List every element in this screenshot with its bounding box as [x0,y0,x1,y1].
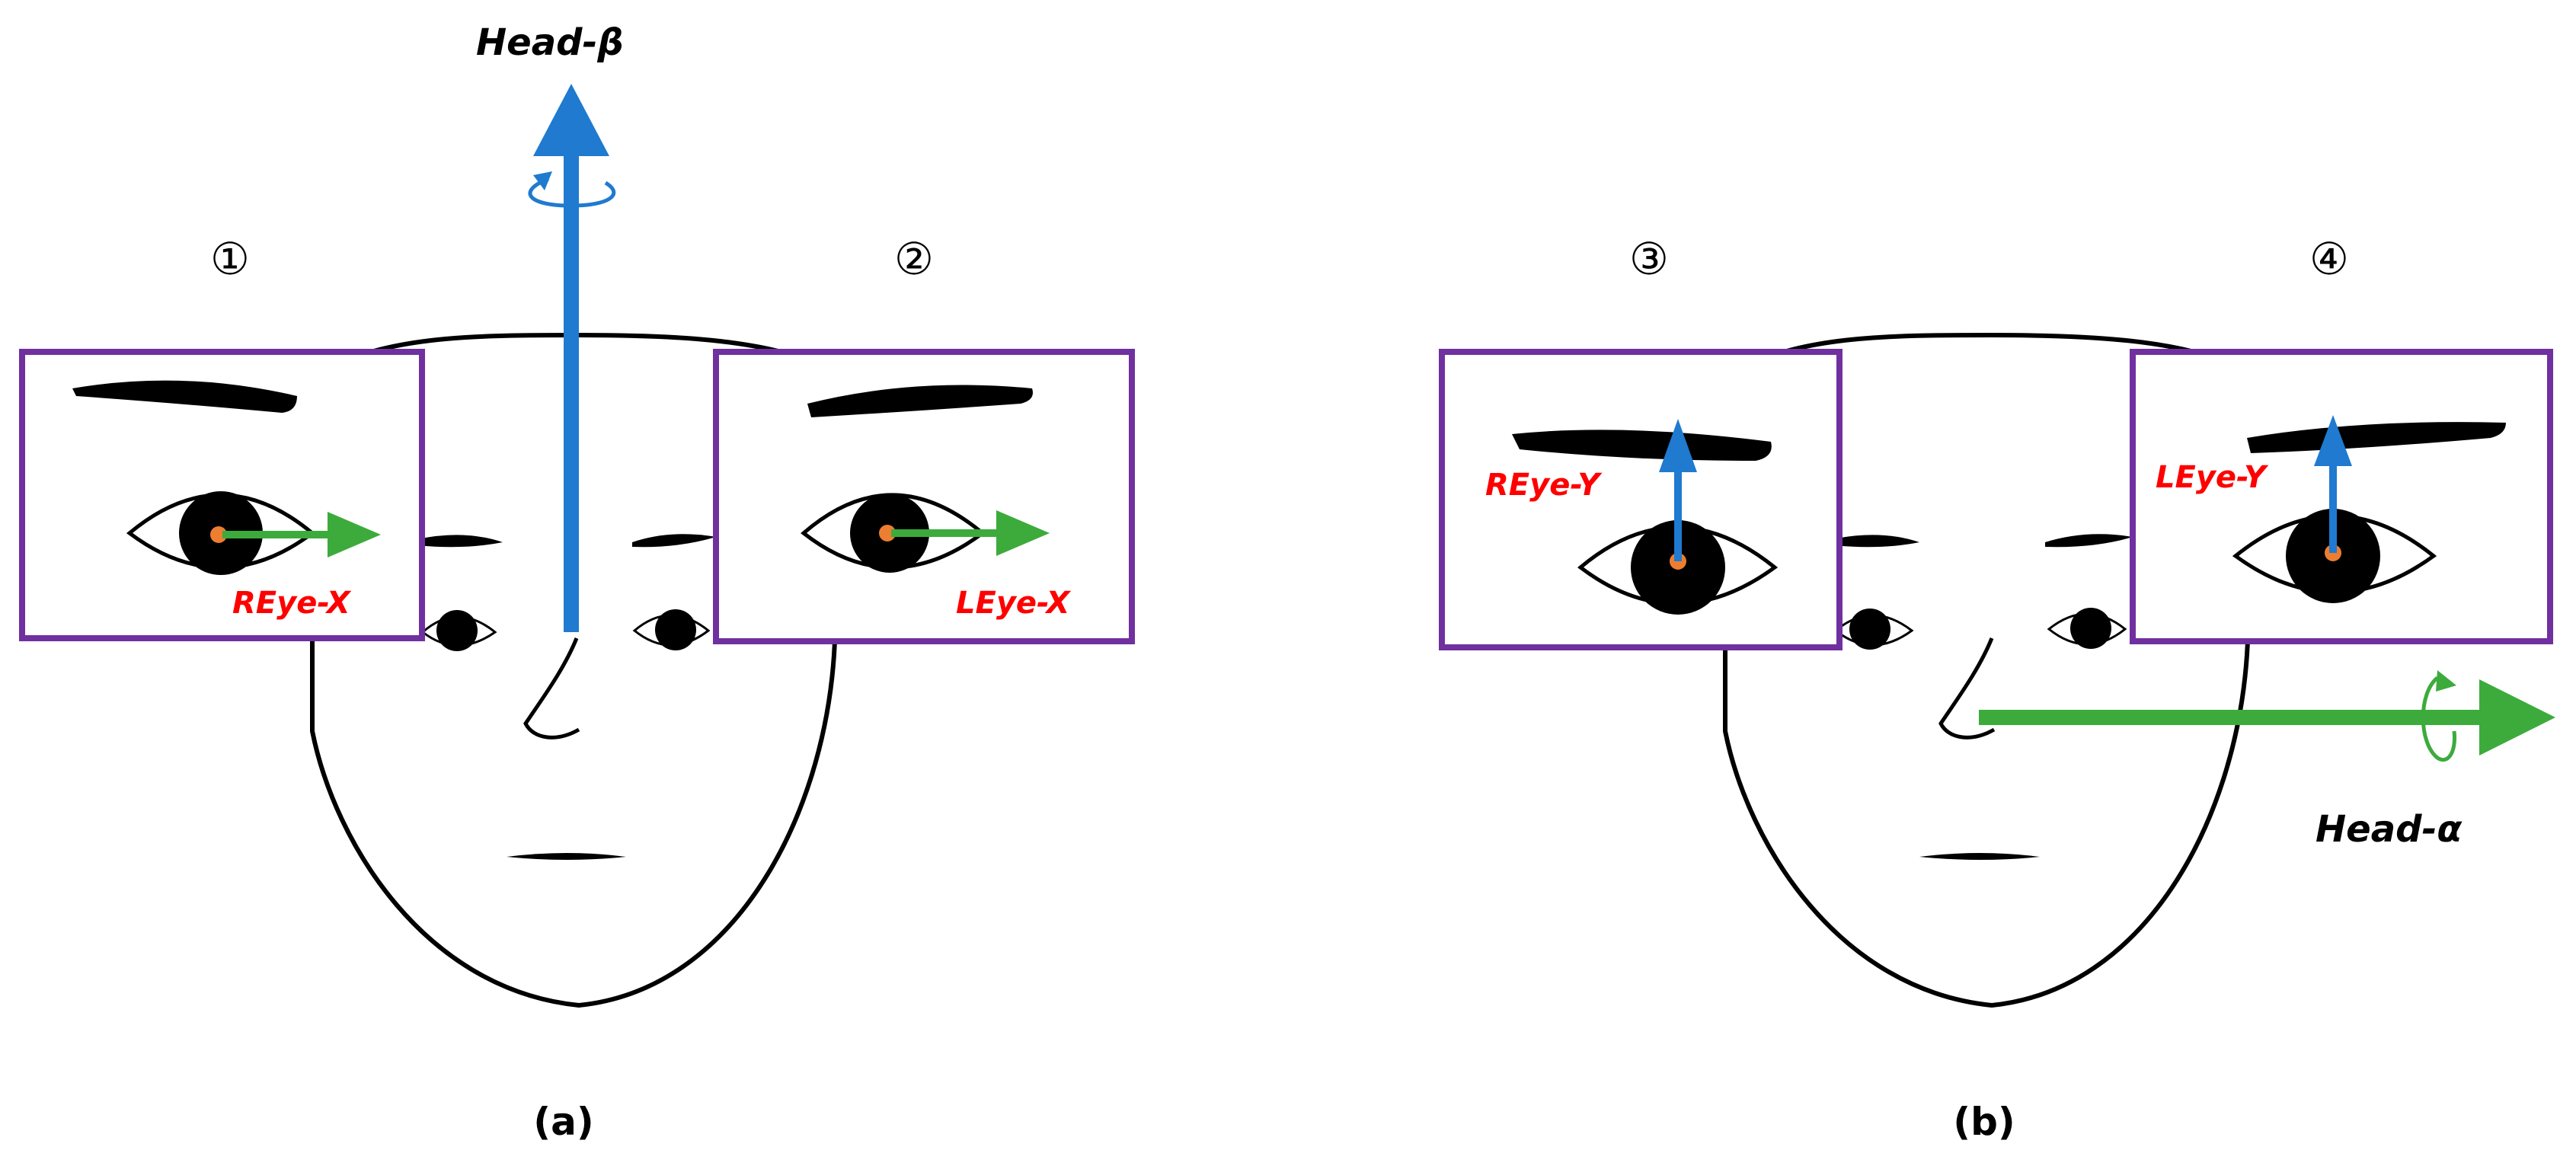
reye-x-arrow [222,512,381,557]
inset-eyebrow [807,385,1033,417]
face-left-eye [2047,608,2127,649]
panel-b: Head-α ③ ④ REye-Y [1439,233,2555,1144]
reye-x-label: REye-X [232,586,352,621]
inset-right-eye-y: REye-Y [1439,349,1843,650]
head-beta-label: Head-β [476,21,624,64]
reye-y-label: REye-Y [1485,468,1603,503]
face-right-eyebrow [1832,535,1919,548]
reye-y-arrow [1659,419,1697,561]
face-nose [1938,637,1996,740]
caption-b: (b) [1953,1100,2015,1144]
face-right-eyebrow [417,535,503,548]
leye-x-label: LEye-X [956,586,1072,621]
leye-y-arrow [2314,415,2352,553]
marker-1: ① [210,233,250,285]
face-nose [523,637,580,740]
marker-3: ③ [1629,233,1669,285]
face-mouth [1919,853,2040,860]
face-left-eye [632,609,711,650]
leye-y-label: LEye-Y [2156,460,2269,495]
pupil-center-dot [210,526,227,543]
panel-a: Head-β ① ② REye-X [19,21,1135,1144]
inset-left-eye-y: LEye-Y [2130,349,2553,644]
head-alpha-arrow [1979,670,2555,762]
marker-2: ② [894,233,934,285]
head-alpha-label: Head-α [2316,808,2463,851]
face-mouth [507,853,626,860]
inset-left-eye-x: LEye-X [713,349,1135,644]
inset-eyebrow [1512,430,1772,461]
caption-a: (a) [533,1100,593,1144]
face-left-eyebrow [2045,534,2133,548]
pupil-center-dot [879,525,896,541]
rotation-indicator-alpha [2421,676,2457,762]
inset-right-eye-x: REye-X [19,349,425,641]
inset-eyebrow [2247,422,2506,453]
head-beta-arrow [528,84,616,632]
face-right-eye [1833,609,1914,650]
rotation-indicator-beta [528,177,616,208]
inset-eyebrow [72,380,297,413]
face-right-eye [420,610,497,651]
leye-x-arrow [891,510,1050,556]
marker-4: ④ [2309,233,2349,285]
face-left-eyebrow [632,534,716,548]
